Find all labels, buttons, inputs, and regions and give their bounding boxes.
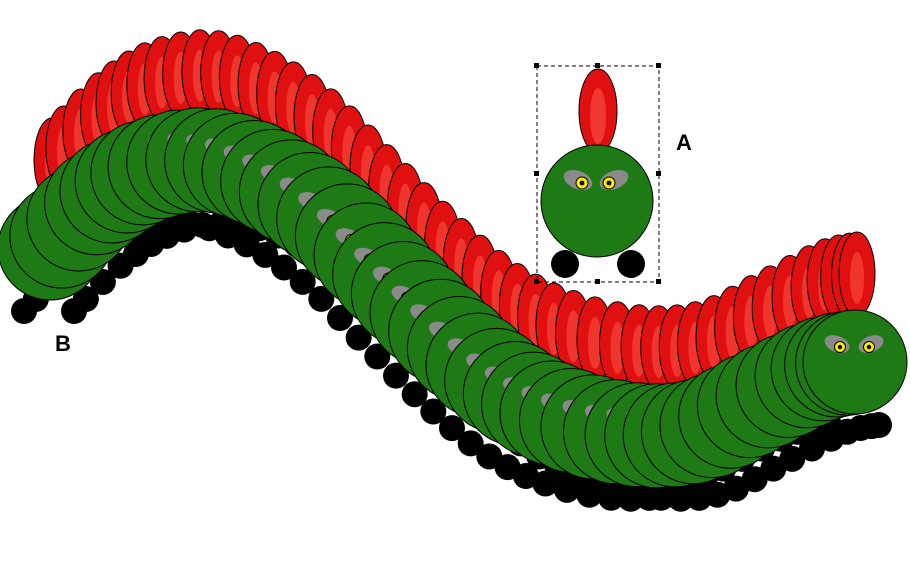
creature-foot-left: [551, 250, 579, 278]
trail-pupil: [867, 345, 871, 349]
creature-foot-right: [617, 250, 645, 278]
label-b: B: [55, 331, 71, 356]
creature-body: [541, 145, 653, 257]
trail-foot: [866, 412, 892, 438]
trail-body: [803, 310, 907, 414]
creature-pupil-left: [580, 181, 585, 186]
trail-ear-highlight: [850, 252, 864, 304]
label-a: A: [676, 130, 692, 155]
creature-pupil-right: [607, 181, 612, 186]
trail-foot: [554, 477, 580, 503]
creature-ear-highlight: [590, 88, 606, 144]
trail-pupil: [838, 345, 842, 349]
